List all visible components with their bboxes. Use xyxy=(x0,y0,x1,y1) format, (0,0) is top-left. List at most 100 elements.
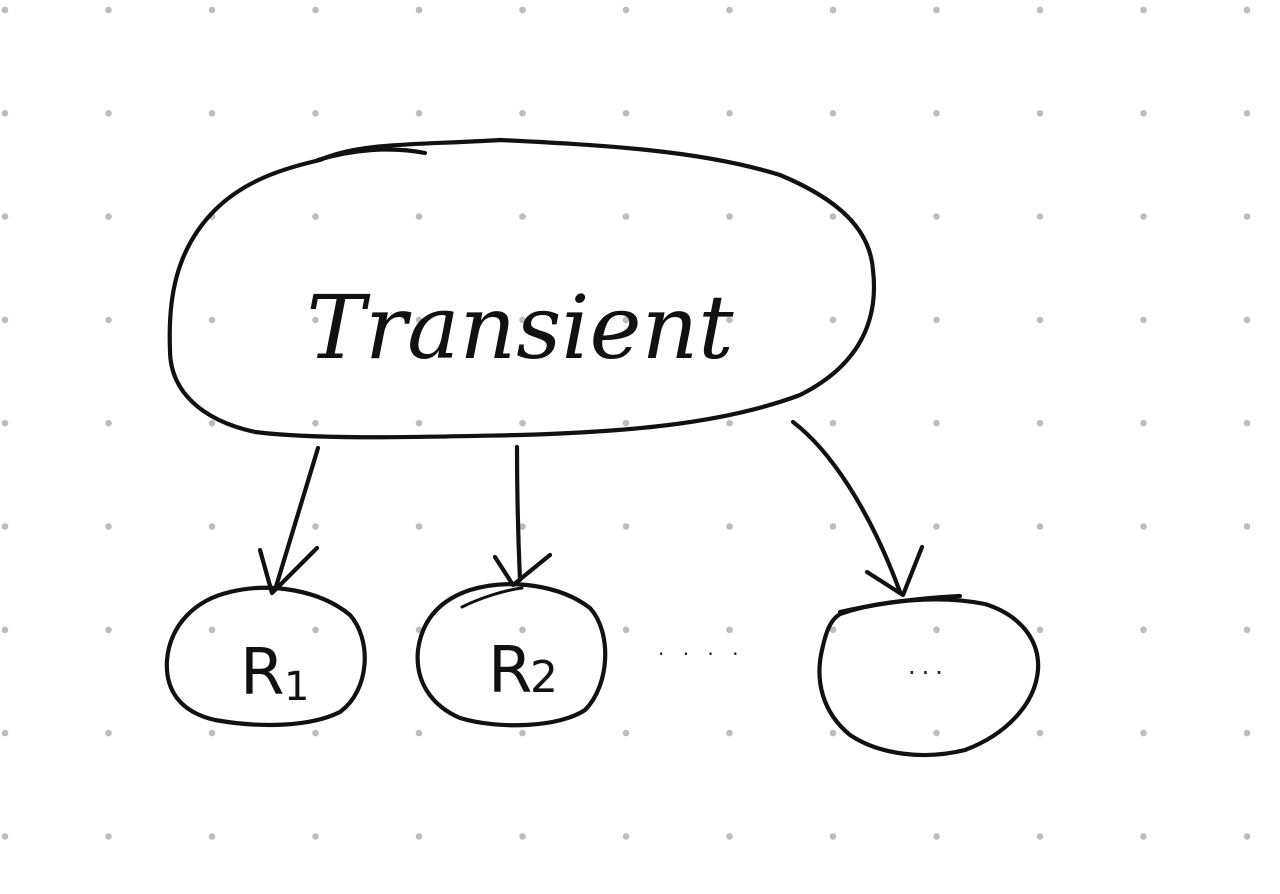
grid-dot xyxy=(829,6,837,14)
grid-dot xyxy=(105,729,112,737)
grid-dot xyxy=(829,419,837,427)
arrow-to-r2 xyxy=(492,444,553,588)
child-node-r1-subscript: 1 xyxy=(284,664,309,710)
grid-dot xyxy=(415,729,423,737)
grid-dot xyxy=(933,419,940,427)
grid-dot xyxy=(622,419,630,427)
grid-dot xyxy=(829,833,837,840)
grid-dot xyxy=(829,213,837,220)
root-node-outline xyxy=(167,137,877,440)
grid-dot xyxy=(312,419,319,427)
grid-dot xyxy=(1243,833,1251,840)
arrow-to-r1 xyxy=(257,445,321,596)
grid-dot xyxy=(622,110,630,117)
grid-dot xyxy=(1036,833,1044,840)
grid-dot xyxy=(726,523,733,530)
grid-dot xyxy=(622,213,630,220)
r2-arrowhead-overlap xyxy=(460,586,524,609)
dot-grid-background xyxy=(1,6,1251,840)
grid-dot xyxy=(1140,833,1147,840)
grid-dot xyxy=(1140,419,1147,427)
ellipsis-node-top-stroke xyxy=(837,593,963,615)
grid-dot xyxy=(622,729,630,737)
grid-dot xyxy=(1036,316,1044,324)
grid-dot xyxy=(1243,110,1251,117)
grid-dot xyxy=(208,6,216,14)
grid-dot xyxy=(312,833,319,840)
grid-dot xyxy=(1,419,9,427)
grid-dot xyxy=(1,626,9,634)
grid-dot xyxy=(1243,419,1251,427)
child-node-ellipsis-outline xyxy=(817,597,1041,758)
grid-dot xyxy=(1036,419,1044,427)
between-nodes-dots: · · · · xyxy=(658,642,745,666)
grid-dot xyxy=(622,626,630,634)
grid-dot xyxy=(519,626,526,634)
grid-dot xyxy=(1,729,9,737)
grid-dot xyxy=(312,316,319,324)
grid-dot xyxy=(312,729,319,737)
grid-dot xyxy=(622,523,630,530)
grid-dot xyxy=(105,213,112,220)
grid-dot xyxy=(622,316,630,324)
child-node-r2[interactable]: R 2 xyxy=(415,582,608,728)
root-node[interactable]: Transient xyxy=(167,137,877,440)
grid-dot xyxy=(726,110,733,117)
grid-dot xyxy=(208,523,216,530)
child-node-r1-main: R xyxy=(240,636,284,710)
grid-dot xyxy=(519,729,526,737)
grid-dot xyxy=(1140,110,1147,117)
grid-dot xyxy=(1036,626,1044,634)
grid-dot xyxy=(829,110,837,117)
grid-dot xyxy=(1,833,9,840)
grid-dot xyxy=(933,316,940,324)
grid-dot xyxy=(105,316,112,324)
grid-dot xyxy=(726,833,733,840)
grid-dot xyxy=(1036,523,1044,530)
child-node-ellipsis[interactable]: ... xyxy=(817,593,1041,758)
grid-dot xyxy=(208,110,216,117)
grid-dot xyxy=(829,316,837,324)
grid-dot xyxy=(1243,626,1251,634)
grid-dot xyxy=(1243,316,1251,324)
grid-dot xyxy=(519,833,526,840)
grid-dot xyxy=(1243,6,1251,14)
grid-dot xyxy=(415,316,423,324)
grid-dot xyxy=(519,213,526,220)
grid-dot xyxy=(415,213,423,220)
grid-dot xyxy=(519,110,526,117)
grid-dot xyxy=(415,110,423,117)
grid-dot xyxy=(1036,6,1044,14)
grid-dot xyxy=(726,213,733,220)
grid-dot xyxy=(105,626,112,634)
grid-dot xyxy=(105,833,112,840)
grid-dot xyxy=(829,729,837,737)
grid-dot xyxy=(1140,213,1147,220)
grid-dot xyxy=(1140,316,1147,324)
grid-dot xyxy=(105,419,112,427)
grid-dot xyxy=(1,316,9,324)
grid-dot xyxy=(519,523,526,530)
grid-dot xyxy=(1243,213,1251,220)
child-node-r2-outline xyxy=(415,582,608,728)
grid-dot xyxy=(726,419,733,427)
child-node-ellipsis-label: ... xyxy=(908,652,949,680)
grid-dot xyxy=(933,6,940,14)
child-node-r1[interactable]: R 1 xyxy=(164,585,367,728)
grid-dot xyxy=(519,419,526,427)
grid-dot xyxy=(829,523,837,530)
grid-dot xyxy=(1036,110,1044,117)
grid-dot xyxy=(312,213,319,220)
grid-dot xyxy=(415,833,423,840)
grid-dot xyxy=(105,110,112,117)
root-node-stroke-overlap xyxy=(315,147,428,163)
grid-dot xyxy=(519,316,526,324)
grid-dot xyxy=(829,626,837,634)
grid-dot xyxy=(1140,626,1147,634)
grid-dot xyxy=(312,523,319,530)
grid-dot xyxy=(208,729,216,737)
grid-dot xyxy=(312,6,319,14)
grid-dot xyxy=(726,316,733,324)
child-node-r2-main: R xyxy=(488,634,532,708)
grid-dot xyxy=(105,523,112,530)
